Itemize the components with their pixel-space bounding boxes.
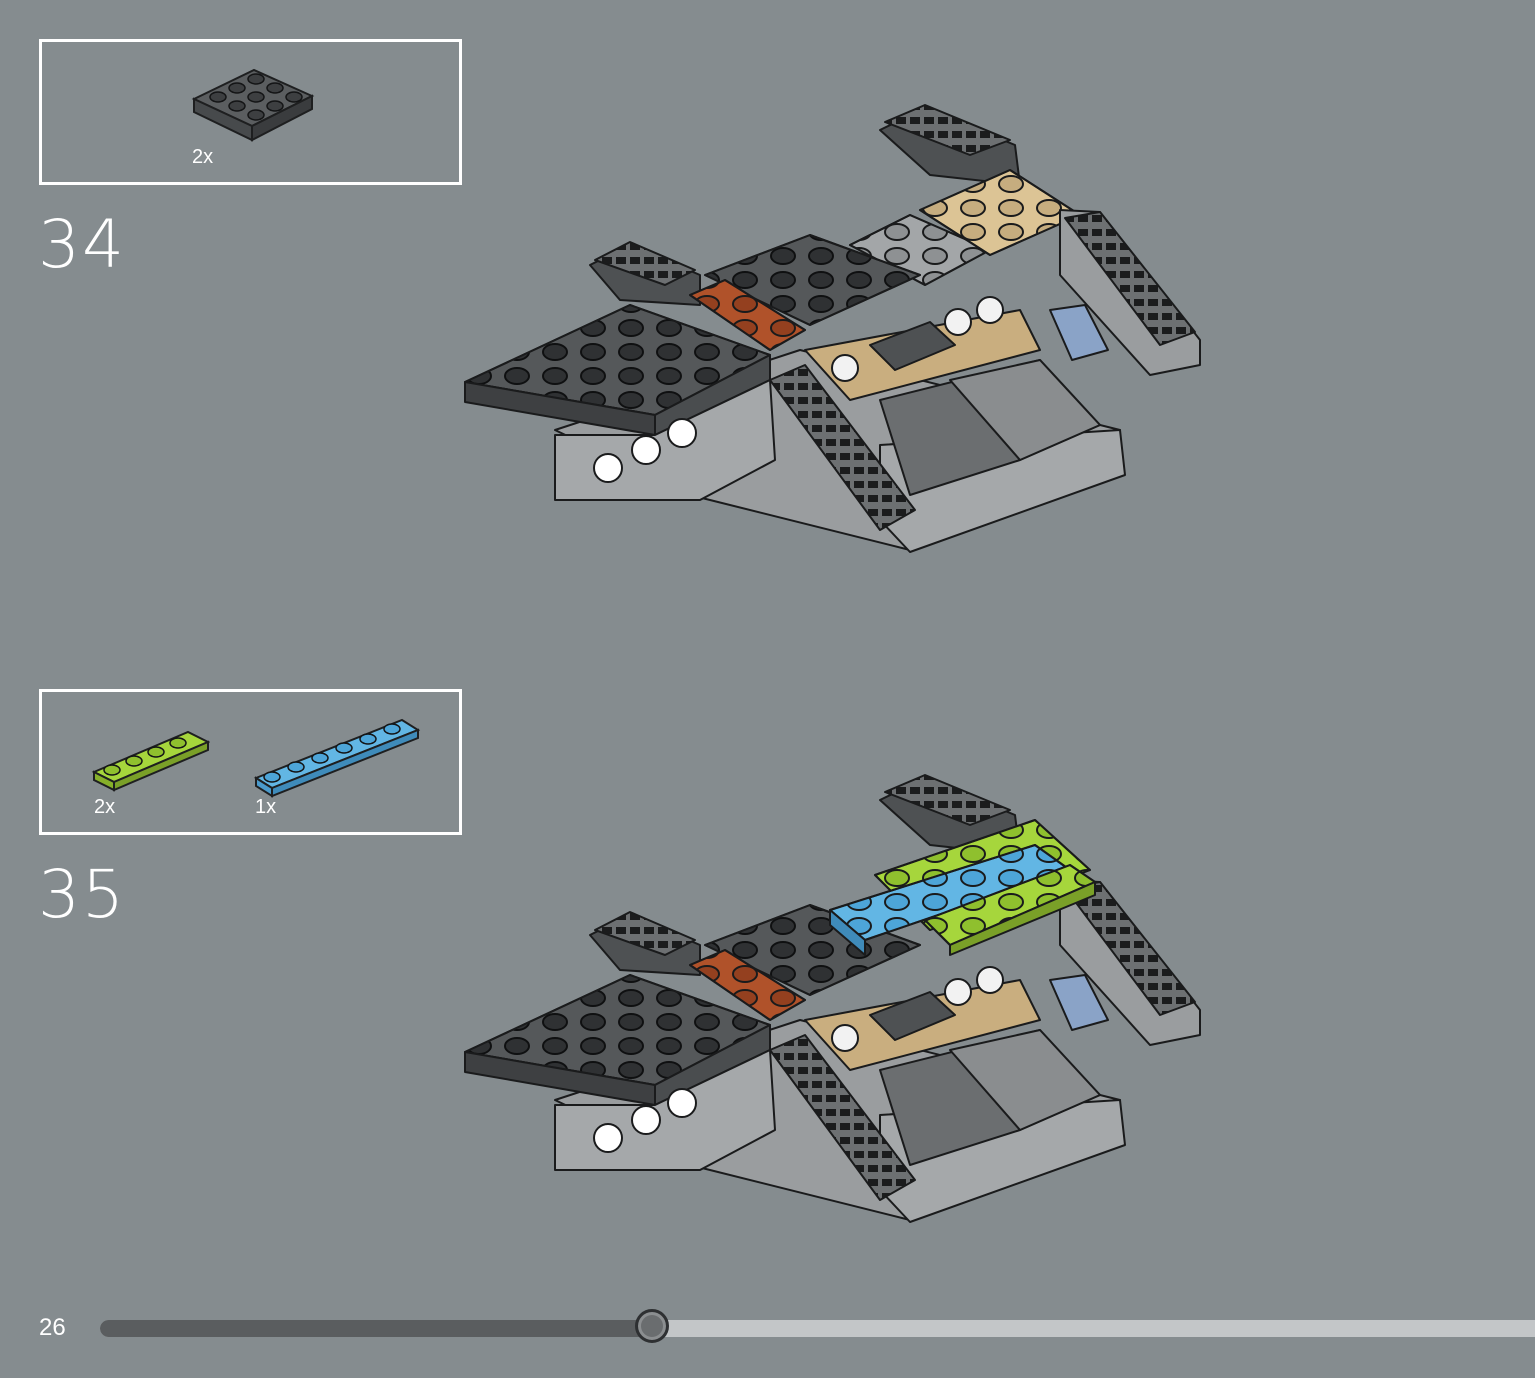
spaceship-model-step-34-icon	[464, 104, 1201, 553]
progress-bar[interactable]	[100, 1309, 1535, 1343]
spaceship-model-step-35-icon	[464, 774, 1201, 1223]
step-number: 34	[38, 206, 126, 283]
lime-plate-1x4-icon	[91, 730, 210, 792]
progress-handle[interactable]	[635, 1309, 669, 1343]
dark-gray-plate-3x3-icon	[191, 68, 315, 142]
progress-fill	[100, 1320, 652, 1337]
part-quantity: 2x	[192, 146, 214, 168]
parts-callout-step-35: 2x 1x	[39, 689, 462, 835]
page-number: 26	[39, 1314, 66, 1341]
parts-callout-step-34: 2x	[39, 39, 462, 185]
part-quantity: 2x	[94, 796, 116, 818]
part-quantity: 1x	[255, 796, 277, 818]
step-number: 35	[38, 856, 126, 933]
blue-plate-1x6-icon	[253, 718, 421, 798]
